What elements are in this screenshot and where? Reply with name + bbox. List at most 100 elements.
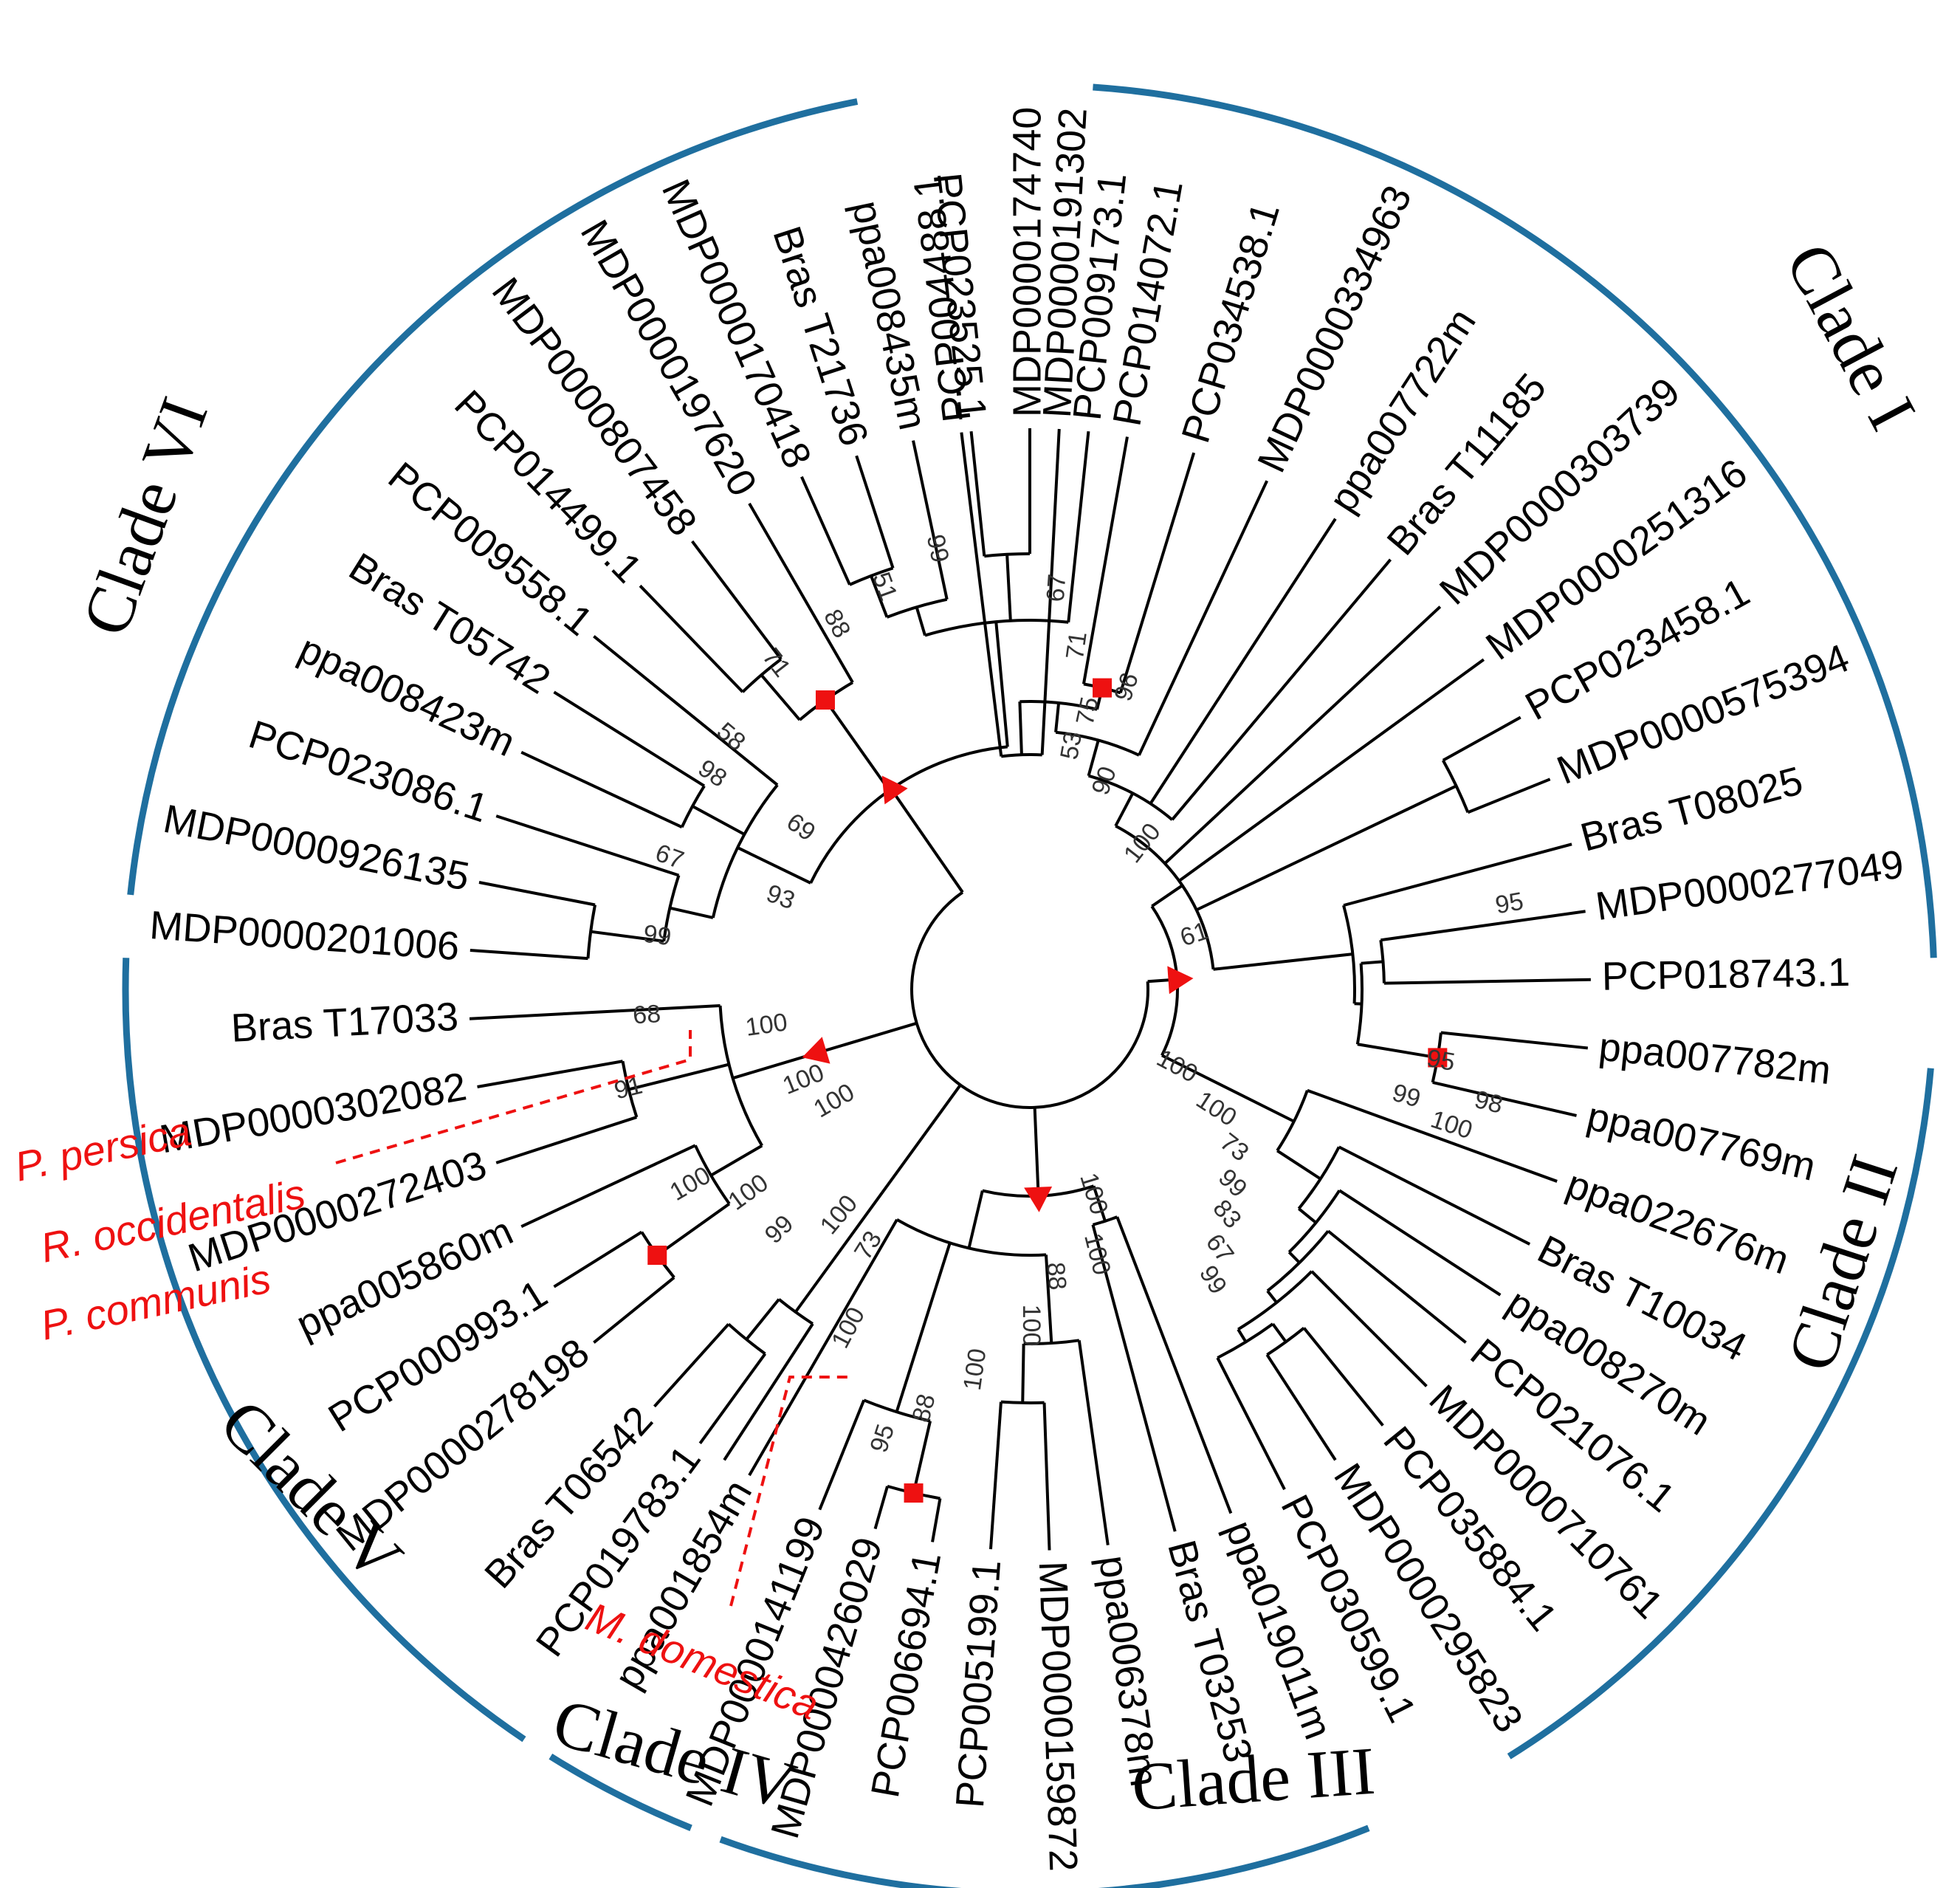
- branch: [1343, 842, 1572, 907]
- branch: [1161, 1054, 1295, 1123]
- bootstrap-value: 88: [818, 605, 856, 642]
- branch: [912, 440, 949, 600]
- branch: [495, 814, 680, 877]
- bootstrap-value: 99: [760, 1209, 800, 1249]
- bootstrap-value: 88: [1041, 1261, 1071, 1291]
- bootstrap-value: 96: [1109, 670, 1144, 705]
- branch: [960, 432, 1003, 757]
- bootstrap-value: 100: [826, 1302, 870, 1353]
- branch: [1467, 777, 1551, 814]
- branch: [1380, 910, 1586, 942]
- branch: [1287, 1251, 1301, 1264]
- branch: [1171, 558, 1392, 821]
- branch-arc: [727, 1322, 766, 1356]
- node-triangle-marker: [802, 1037, 831, 1064]
- branch: [794, 1191, 884, 1314]
- legend-p-communis: P. communis: [36, 1254, 275, 1348]
- bootstrap-value: 53: [1055, 730, 1087, 762]
- bootstrap-value: 95: [1425, 1044, 1457, 1077]
- branch: [1151, 884, 1183, 908]
- duplication-square-marker: [815, 690, 835, 710]
- branch: [1092, 1185, 1107, 1222]
- branch-arc: [1379, 939, 1386, 984]
- bootstrap-value: 100: [1427, 1105, 1476, 1145]
- branch: [873, 1486, 889, 1530]
- branch: [890, 788, 964, 893]
- leaf-label: PCP034538.1: [1173, 197, 1288, 447]
- branch-arc: [741, 658, 783, 693]
- branch: [656, 1202, 731, 1257]
- clade-label-3: Clade III: [1129, 1733, 1378, 1825]
- branch: [912, 1421, 932, 1494]
- branch: [1271, 1322, 1287, 1343]
- branch-arc: [1266, 1326, 1305, 1356]
- clade-arc-3: [719, 1825, 1370, 1888]
- branch: [553, 1230, 643, 1288]
- branch: [469, 1003, 721, 1020]
- bootstrap-value: 67: [1042, 573, 1072, 603]
- branch: [1033, 1107, 1040, 1196]
- bootstrap-value: 69: [781, 808, 820, 847]
- branch-arc: [1342, 904, 1356, 1004]
- bootstrap-value: 98: [1472, 1085, 1506, 1119]
- bootstrap-value: 95: [1493, 887, 1526, 919]
- bootstrap-value: 99: [1389, 1079, 1424, 1113]
- branch: [760, 673, 801, 721]
- branch: [737, 846, 811, 885]
- bootstrap-value: 100: [1152, 1044, 1203, 1088]
- bootstrap-value: 68: [632, 1000, 661, 1030]
- branch: [1432, 1081, 1577, 1117]
- branch: [1440, 1031, 1589, 1050]
- branch: [1077, 1340, 1110, 1545]
- node-triangle-marker: [1024, 1186, 1053, 1212]
- branch-arc: [680, 785, 706, 828]
- branch: [1361, 960, 1383, 965]
- branch: [816, 1021, 918, 1054]
- branch: [931, 1498, 942, 1542]
- branch: [881, 1084, 962, 1194]
- node-triangle-marker: [881, 775, 908, 805]
- branch: [1149, 518, 1337, 805]
- bootstrap-value: 100: [815, 1190, 864, 1240]
- branch: [824, 698, 891, 792]
- branch: [895, 1242, 952, 1412]
- leaf-label: PCP018743.1: [1601, 950, 1850, 999]
- branch: [855, 455, 895, 569]
- bootstrap-value: 100: [723, 1169, 773, 1216]
- bootstrap-value: 88: [907, 1391, 941, 1425]
- branch: [495, 1116, 638, 1164]
- branch: [1195, 784, 1457, 912]
- branch: [748, 502, 854, 684]
- branch: [1178, 658, 1485, 882]
- node-markers: [647, 678, 1448, 1503]
- branch: [1307, 1088, 1558, 1183]
- branch-arc: [718, 1005, 763, 1147]
- bootstrap-value: 100: [958, 1347, 992, 1392]
- clade-label-6: Clade VI: [67, 388, 222, 645]
- branch: [1087, 739, 1100, 777]
- branch: [1082, 436, 1129, 684]
- branch: [1266, 1290, 1278, 1304]
- duplication-square-marker: [904, 1483, 924, 1503]
- branch: [1138, 480, 1269, 756]
- branch-arc: [1442, 759, 1470, 813]
- branch: [593, 1276, 675, 1344]
- branch-arc: [1001, 753, 1042, 758]
- leaf-label: MDP0000201006: [148, 903, 461, 969]
- bootstrap-value: 67: [1200, 1229, 1239, 1268]
- branch: [1054, 702, 1061, 732]
- leaf-label: MDP0000159872: [1031, 1560, 1086, 1872]
- branch: [1216, 1357, 1286, 1491]
- bootstrap-labels: 6771967553901009598959910061100100739983…: [611, 532, 1525, 1455]
- legend-connector-bottom: [729, 1376, 849, 1607]
- branch: [969, 430, 986, 557]
- branch: [593, 635, 779, 786]
- bootstrap-value: 73: [1214, 1127, 1254, 1167]
- branch: [1044, 1254, 1053, 1344]
- duplication-square-marker: [1428, 1048, 1448, 1068]
- duplication-square-marker: [1093, 678, 1113, 698]
- branch: [653, 1322, 730, 1408]
- bootstrap-value: 100: [1074, 1170, 1113, 1218]
- branch: [1265, 1353, 1337, 1461]
